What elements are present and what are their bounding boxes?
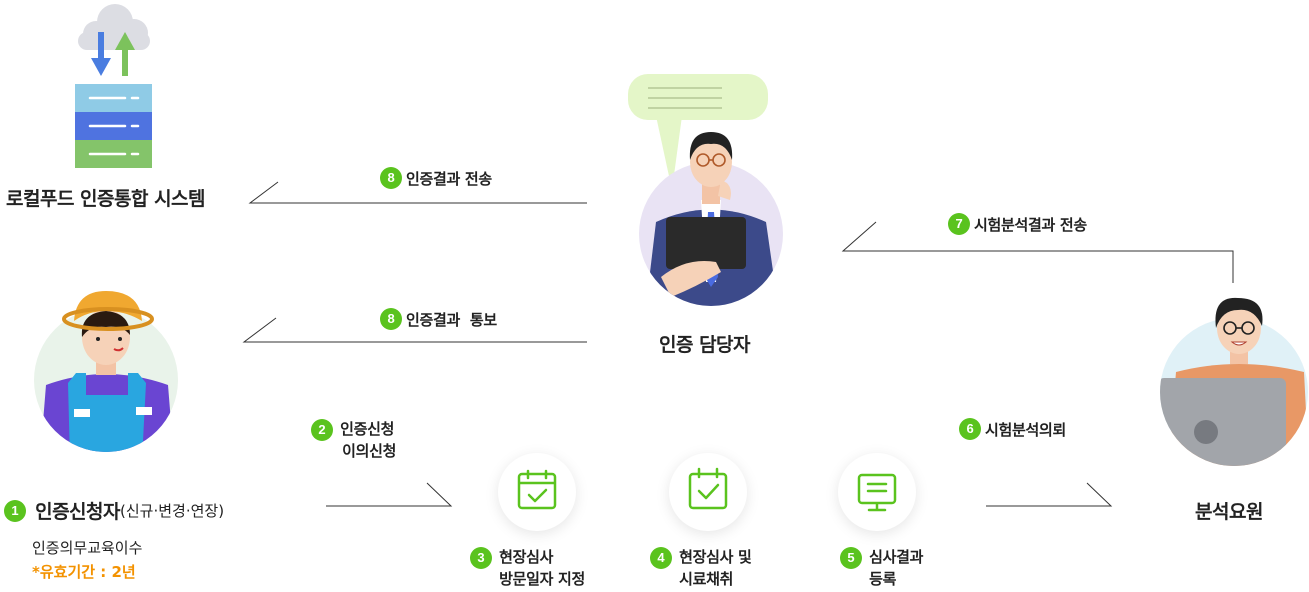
flow-label-line2: 이의신청: [342, 442, 397, 460]
step-label-line2: 등록: [869, 570, 897, 588]
step-4-label: 4 현장심사 및 시료채취: [650, 546, 752, 590]
step-label-line2: 시료채취: [679, 570, 734, 588]
flow-apply: 2 인증신청 이의신청: [311, 418, 396, 462]
arrow-test-send: [841, 221, 1234, 283]
step-label-line1: 심사결과: [869, 548, 924, 566]
analyst-title: 분석요원: [1195, 501, 1263, 523]
step-number-badge: 7: [948, 213, 970, 235]
flow-label: 시험분석의뢰: [985, 420, 1067, 439]
step-label-line1: 현장심사: [499, 548, 554, 566]
flow-label: 시험분석결과 전송: [974, 215, 1087, 234]
step-3-icon-circle: [498, 453, 576, 531]
monitor-icon: [857, 473, 897, 512]
calendar-check-icon: [517, 469, 557, 510]
arrow-notify-result: [242, 317, 587, 343]
flow-label: 인증결과 전송: [406, 169, 492, 188]
clipboard-check-icon: [688, 467, 728, 510]
step-label-line1: 현장심사 및: [679, 548, 752, 566]
applicant-title: 인증신청자: [35, 501, 120, 523]
step-3-label: 3 현장심사 방문일자 지정: [470, 546, 585, 590]
step-4-icon-circle: [669, 453, 747, 531]
step-5-icon-circle: [838, 453, 916, 531]
step-number-badge: 8: [380, 308, 402, 330]
officer-illustration: [626, 72, 796, 307]
arrow-send-result: [248, 181, 587, 204]
step-number-badge: 8: [380, 167, 402, 189]
applicant-heading: 1 인증신청자(신규·변경·연장): [4, 497, 224, 524]
applicant-note-validity: *유효기간 : 2년: [32, 563, 136, 581]
arrow-test-request: [986, 482, 1113, 507]
step-number-badge: 5: [840, 547, 862, 569]
step-5-label: 5 심사결과 등록: [840, 546, 923, 590]
flow-label-line1: 인증신청: [340, 420, 395, 438]
step-number-badge: 1: [4, 499, 26, 522]
step-number-badge: 4: [650, 547, 672, 569]
flow-label: 인증결과 통보: [406, 310, 497, 329]
arrow-apply: [326, 482, 453, 507]
applicant-note-education: 인증의무교육이수: [32, 539, 143, 557]
officer-title: 인증 담당자: [659, 334, 751, 356]
applicant-title-suffix: (신규·변경·연장): [120, 502, 225, 520]
server-cloud-illustration: [70, 0, 160, 170]
system-title: 로컬푸드 인증통합 시스템: [6, 188, 206, 210]
step-number-badge: 3: [470, 547, 492, 569]
step-number-badge: 2: [311, 419, 333, 441]
analyst-illustration: [1158, 292, 1309, 470]
step-label-line2: 방문일자 지정: [499, 570, 586, 588]
applicant-illustration: [30, 285, 180, 460]
step-number-badge: 6: [959, 418, 981, 440]
